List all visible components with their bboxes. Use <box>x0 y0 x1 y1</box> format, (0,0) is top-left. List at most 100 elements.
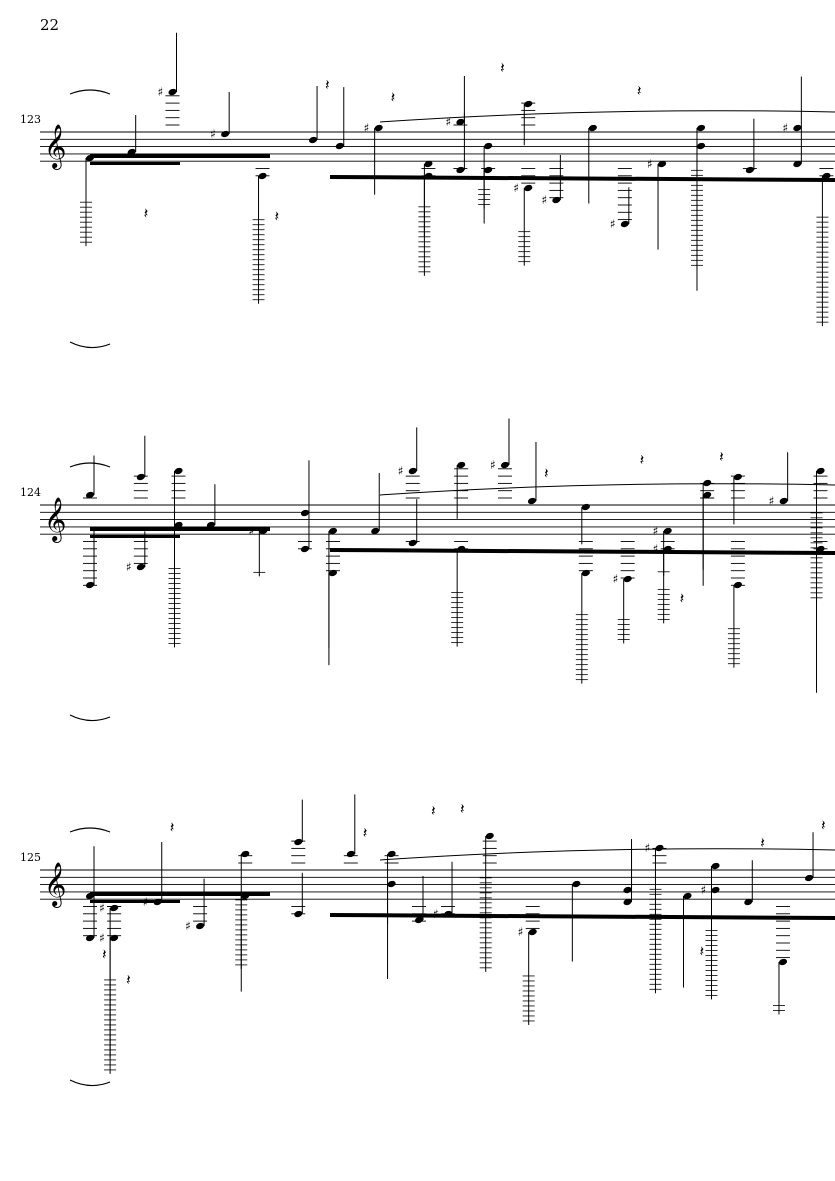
sharp-icon: ♯ <box>700 883 706 897</box>
sharp-icon: ♯ <box>99 931 105 945</box>
rest-icon: 𝄽 <box>719 448 724 466</box>
sharp-icon: ♯ <box>364 121 370 135</box>
rest-icon: 𝄽 <box>431 802 436 820</box>
measure-number-125: 125 <box>20 851 41 864</box>
sharp-icon: ♯ <box>782 121 788 135</box>
notehead <box>572 880 581 888</box>
notehead <box>328 569 338 577</box>
notehead <box>711 886 720 894</box>
notehead <box>711 862 720 870</box>
rest-icon: 𝄽 <box>640 451 645 469</box>
rest-icon: 𝄽 <box>102 946 107 964</box>
sharp-icon: ♯ <box>541 193 547 207</box>
rest-icon: 𝄽 <box>821 816 826 834</box>
notehead <box>527 497 537 505</box>
notehead <box>744 898 753 906</box>
sharp-icon: ♯ <box>647 157 653 171</box>
rest-icon: 𝄽 <box>275 208 280 226</box>
sharp-icon: ♯ <box>610 217 616 231</box>
notehead <box>374 124 383 132</box>
treble-clef-icon: 𝄞 <box>44 497 66 543</box>
beam <box>329 548 835 555</box>
notehead <box>110 934 119 942</box>
notehead <box>581 503 590 511</box>
notehead <box>221 130 230 138</box>
rest-icon: 𝄽 <box>144 204 149 222</box>
notehead <box>484 142 493 150</box>
notehead <box>524 100 533 108</box>
sharp-icon: ♯ <box>653 542 659 556</box>
sharp-icon: ♯ <box>644 841 650 855</box>
beam <box>90 162 180 165</box>
rest-icon: 𝄽 <box>699 942 704 960</box>
tie <box>69 89 111 95</box>
tie <box>69 714 111 722</box>
sharp-icon: ♯ <box>157 85 163 99</box>
notehead <box>174 521 183 529</box>
rest-icon: 𝄽 <box>680 589 685 607</box>
notehead <box>657 160 667 168</box>
notehead <box>127 148 136 156</box>
beam <box>329 913 835 920</box>
notehead <box>456 166 465 174</box>
notehead <box>620 220 629 228</box>
notehead <box>779 497 788 505</box>
notehead <box>696 142 706 150</box>
sharp-icon: ♯ <box>653 524 659 538</box>
notehead <box>85 491 95 499</box>
sharp-icon: ♯ <box>613 572 619 586</box>
sharp-icon: ♯ <box>513 181 519 195</box>
beam <box>90 154 270 158</box>
notehead <box>552 196 561 204</box>
rest-icon: 𝄽 <box>760 834 765 852</box>
treble-clef-icon: 𝄞 <box>44 862 66 908</box>
notehead <box>485 832 494 840</box>
notehead <box>335 142 344 150</box>
rest-icon: 𝄽 <box>363 824 368 842</box>
notehead <box>241 850 250 858</box>
notehead <box>663 527 672 535</box>
notehead <box>500 461 510 469</box>
notehead <box>308 136 318 144</box>
notehead <box>414 916 424 924</box>
rest-icon: 𝄽 <box>500 59 505 77</box>
notehead <box>793 124 802 132</box>
beam <box>90 900 180 903</box>
notehead <box>408 539 417 547</box>
notehead <box>528 928 537 936</box>
tie <box>69 827 111 833</box>
notehead <box>346 850 355 858</box>
notehead <box>524 184 533 192</box>
notehead <box>168 88 177 96</box>
sharp-icon: ♯ <box>126 560 132 574</box>
notehead <box>371 527 380 535</box>
notehead <box>110 904 119 912</box>
notehead <box>387 880 396 888</box>
notehead <box>588 124 597 132</box>
notehead <box>623 898 632 906</box>
notehead <box>683 892 692 900</box>
notehead <box>733 473 742 481</box>
notehead <box>816 467 825 475</box>
sharp-icon: ♯ <box>769 494 775 508</box>
notehead <box>424 160 433 168</box>
beam <box>90 892 270 896</box>
sharp-icon: ♯ <box>445 115 451 129</box>
treble-clef-icon: 𝄞 <box>44 124 66 170</box>
notehead <box>456 118 465 126</box>
rest-icon: 𝄽 <box>170 819 175 837</box>
notehead <box>174 467 183 475</box>
notehead <box>696 124 706 132</box>
notehead <box>623 886 632 894</box>
sharp-icon: ♯ <box>518 925 524 939</box>
rest-icon: 𝄽 <box>544 465 549 483</box>
notehead <box>328 527 338 535</box>
notehead <box>623 575 632 583</box>
beam <box>329 175 835 182</box>
notehead <box>804 874 814 882</box>
notehead <box>484 166 493 174</box>
rest-icon: 𝄽 <box>391 89 396 107</box>
slur <box>379 110 835 123</box>
notehead <box>136 473 145 481</box>
notehead <box>778 958 788 966</box>
